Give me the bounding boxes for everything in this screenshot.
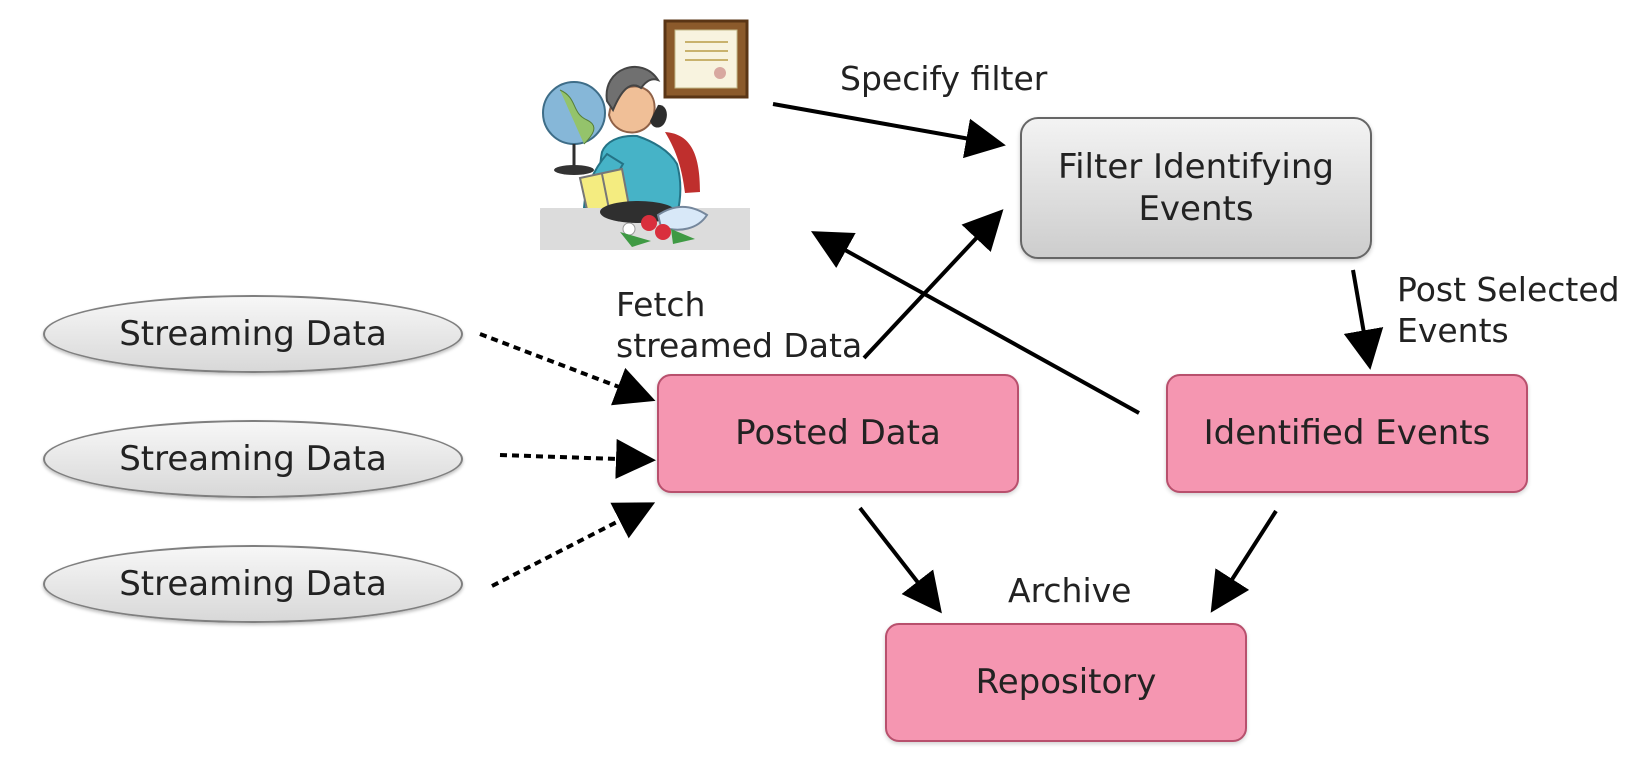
specify-filter-label: Specify filter [840,59,1048,98]
fetch-streamed-data-label: Fetch streamed Data [616,284,862,367]
archive-label: Archive [1008,571,1132,610]
identified-to-repository-arrow [1210,509,1278,613]
filter-line-2: Events [1138,189,1254,229]
identified-events-node: Identified Events [1166,374,1528,493]
posted-to-repository-arrow [858,506,942,614]
stream-arrow-1 [479,332,656,406]
stream-arrow-2 [499,438,656,479]
streaming-data-source-2: Streaming Data [43,420,463,498]
fetch-line-2: streamed Data [616,326,863,366]
filter-line-1: Filter Identifying [1058,146,1334,187]
streaming-data-label-1: Streaming Data [119,313,387,354]
repository-label: Repository [975,662,1157,703]
posted-to-filter-arrow [862,209,1004,360]
streaming-data-source-3: Streaming Data [43,545,463,623]
post-selected-events-label: Post Selected Events [1397,269,1620,352]
identified-to-operator-arrow [811,231,1140,415]
filter-node-text: Filter Identifying Events [1058,146,1334,231]
post-selected-line-1: Post Selected [1397,270,1620,309]
streaming-data-label-3: Streaming Data [119,563,387,604]
filter-to-identified-arrow [1343,269,1384,370]
specify-filter-arrow [772,102,1006,159]
identified-events-label: Identified Events [1203,413,1491,454]
filter-identifying-events-node: Filter Identifying Events [1020,117,1372,259]
post-selected-line-2: Events [1397,311,1509,351]
posted-data-label: Posted Data [735,413,941,454]
streaming-data-label-2: Streaming Data [119,438,387,479]
operator-clipart-icon [540,19,750,250]
streaming-data-source-1: Streaming Data [43,295,463,373]
fetch-line-1: Fetch [616,285,706,324]
stream-arrow-3 [491,502,656,588]
repository-node: Repository [885,623,1247,742]
posted-data-node: Posted Data [657,374,1019,493]
